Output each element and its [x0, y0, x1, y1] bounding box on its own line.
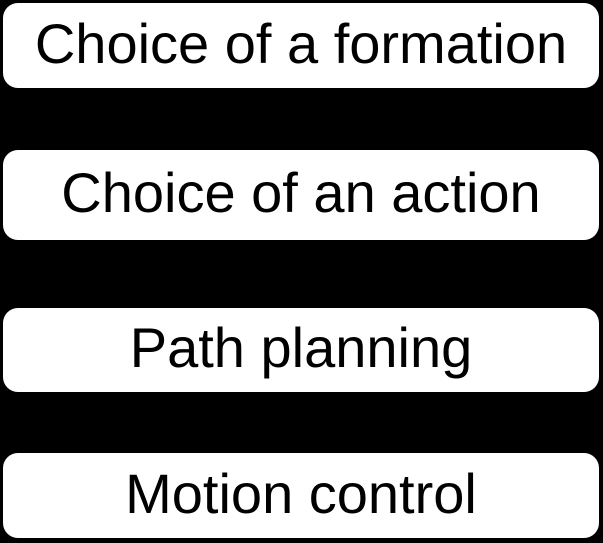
- box-choice-of-an-action-label: Choice of an action: [61, 161, 541, 224]
- box-path-planning: Path planning: [3, 308, 599, 392]
- box-choice-of-a-formation: Choice of a formation: [3, 3, 599, 88]
- box-motion-control: Motion control: [3, 453, 599, 538]
- box-choice-of-an-action: Choice of an action: [3, 150, 599, 240]
- box-motion-control-label: Motion control: [125, 461, 477, 525]
- box-choice-of-a-formation-label: Choice of a formation: [34, 11, 568, 75]
- box-path-planning-label: Path planning: [129, 316, 473, 379]
